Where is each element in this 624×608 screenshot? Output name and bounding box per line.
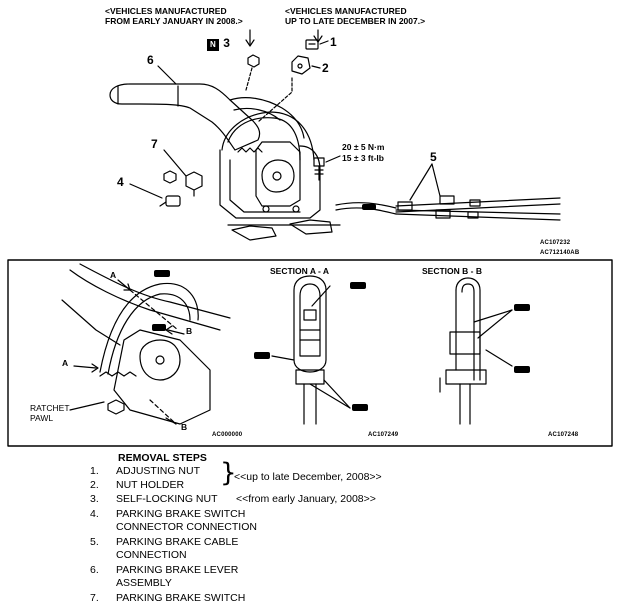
early-vehicles-label: <VEHICLES MANUFACTURED FROM EARLY JANUAR…	[105, 6, 243, 26]
callout-4: 4	[117, 175, 124, 189]
note-early-january: <<from early January, 2008>>	[236, 493, 376, 505]
label-a-left: A	[62, 358, 69, 368]
arrow-b-right	[167, 329, 185, 335]
sec-b-leader-2	[477, 309, 513, 339]
callout-6: 6	[147, 53, 154, 67]
list-item-cont: CONNECTION	[116, 549, 187, 561]
detail-left-view	[61, 263, 231, 425]
leader-5b	[431, 163, 441, 197]
leader-1	[319, 40, 329, 45]
late-vehicles-label: <VEHICLES MANUFACTURED UP TO LATE DECEMB…	[285, 6, 426, 26]
label-a-top: A	[110, 270, 117, 280]
sec-a-leader-4	[309, 383, 351, 409]
section-a-a-title: SECTION A - A	[270, 266, 330, 276]
part-4-connector	[159, 195, 181, 207]
section-b-b-title: SECTION B - B	[422, 266, 482, 276]
callout-2: 2	[322, 61, 329, 75]
arrow-a-top	[117, 279, 131, 291]
removal-steps-title: REMOVAL STEPS	[118, 452, 207, 464]
part-3-self-locking-nut	[247, 54, 260, 68]
sec-a-leader-1	[311, 285, 331, 307]
leader-4	[129, 183, 163, 199]
callout-5: 5	[430, 150, 437, 164]
part-7-switch	[185, 171, 203, 197]
part-2-nut-holder	[291, 55, 311, 75]
sec-b-leader-3	[485, 349, 513, 367]
part-1-nut	[305, 39, 319, 50]
note-late-december: <<up to late December, 2008>>	[234, 471, 382, 483]
figure-id-top-2: AC712140AB	[540, 250, 580, 256]
arrow-a-left	[73, 365, 97, 369]
list-item-cont: ASSEMBLY	[116, 577, 172, 589]
detail-frame	[7, 259, 613, 447]
label-b-right: B	[186, 326, 193, 336]
sec-b-leader-1	[473, 309, 513, 323]
leader-6	[157, 65, 177, 85]
section-b-b-view	[439, 277, 487, 425]
arrow-b-bottom	[165, 417, 177, 425]
leader-5a	[409, 163, 433, 201]
figure-id-right: AC107248	[548, 432, 579, 438]
grease-markers	[152, 204, 530, 411]
section-a-a-view	[293, 275, 327, 425]
callout-3-group: N 3	[207, 34, 230, 52]
figure-id-top-1: AC107232	[540, 240, 571, 246]
callout-1: 1	[330, 35, 337, 49]
callout-7: 7	[151, 137, 158, 151]
torque-leader	[325, 155, 341, 163]
sec-a-leader-3	[323, 379, 351, 409]
brace-icon: }	[220, 458, 237, 488]
part-5-brake-cable	[335, 195, 561, 221]
sec-a-leader-2	[271, 355, 295, 361]
label-b-bottom: B	[181, 422, 188, 432]
figure-id-left: AC000000	[212, 432, 243, 438]
list-item-cont: CONNECTOR CONNECTION	[116, 521, 257, 533]
torque-spec: 20 ± 5 N·m 15 ± 3 ft-lb	[342, 142, 385, 163]
n-symbol-badge: N	[207, 39, 219, 51]
mounting-bolt	[313, 157, 325, 181]
leader-7	[163, 149, 187, 177]
figure-id-mid: AC107249	[368, 432, 399, 438]
brake-lever-assembly	[109, 83, 341, 241]
switch-connector-small	[163, 170, 177, 184]
ratchet-pawl-label: RATCHET PAWL	[30, 403, 70, 423]
leader-2	[311, 65, 321, 69]
callout-3: 3	[223, 36, 230, 50]
